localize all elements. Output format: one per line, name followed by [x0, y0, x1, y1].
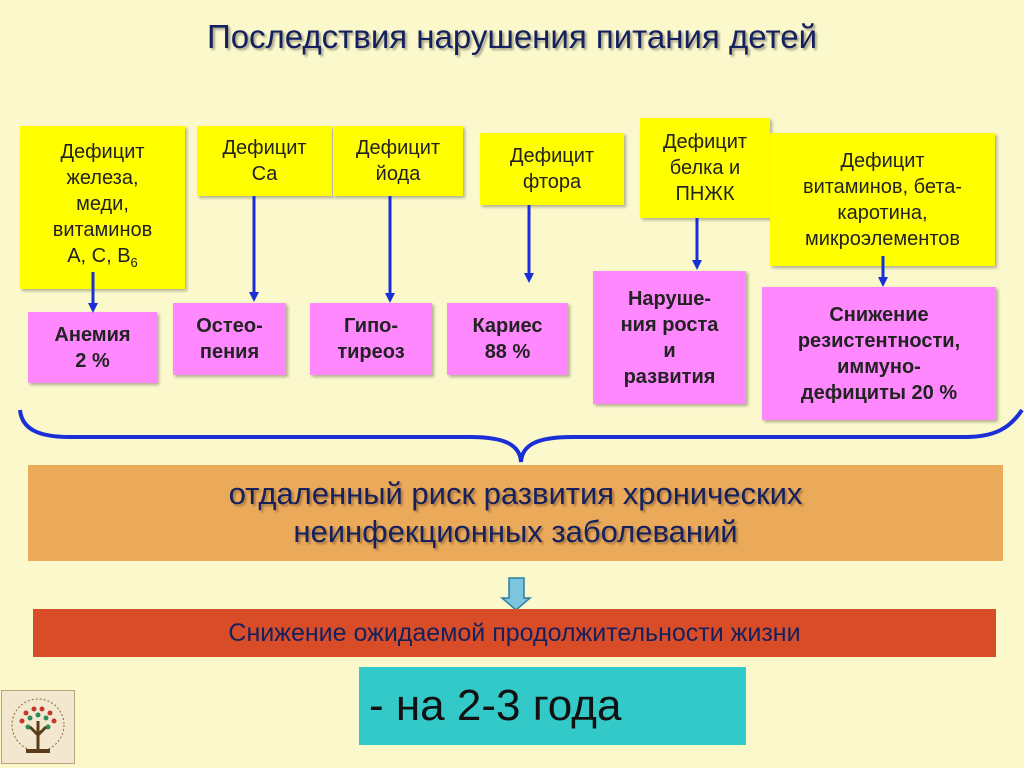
outcome-caries-line-1: Кариес: [472, 315, 543, 337]
deficit-vitamins-box: Дефицит витаминов, бета- каротина, микро…: [770, 133, 995, 266]
deficit-calcium-line-1: Дефицит: [222, 137, 307, 159]
deficit-iron-box: Дефицит железа, меди, витаминов А, С, В6: [20, 126, 185, 289]
deficit-iron-vitamins: А, С, В: [67, 245, 131, 267]
deficit-protein-line-3: ПНЖК: [675, 183, 735, 205]
deficit-iron-line-2: железа,: [66, 167, 139, 189]
life-expectancy-text: Снижение ожидаемой продолжительности жиз…: [228, 618, 801, 647]
logo-tree-icon: [11, 698, 65, 753]
risk-box: отдаленный риск развития хронических неи…: [28, 465, 1003, 561]
deficit-calcium-box: Дефицит Са: [197, 126, 332, 196]
outcome-growth-line-3: и: [663, 339, 676, 362]
deficit-vitamins-line-3: каротина,: [837, 201, 928, 224]
outcome-growth-line-1: Наруше-: [627, 287, 712, 310]
outcome-resistance-line-2: резистентности,: [797, 329, 961, 352]
deficit-protein-line-2: белка и: [669, 157, 741, 179]
deficit-iodine-line-1: Дефицит: [355, 137, 441, 159]
outcome-osteopenia-line-1: Остео-: [196, 315, 263, 337]
years-text: - на 2-3 года: [369, 681, 622, 730]
outcome-resistance-line-1: Снижение: [829, 303, 929, 326]
outcome-caries-box: Кариес 88 %: [447, 303, 568, 375]
deficit-iron-line-3: меди,: [76, 193, 129, 215]
outcome-anemia-line-2: 2 %: [75, 349, 110, 372]
deficit-iron-subscript: 6: [130, 255, 138, 270]
outcome-resistance-box: Снижение резистентности, иммуно- дефицит…: [762, 287, 996, 420]
deficit-protein-line-1: Дефицит: [662, 131, 748, 153]
outcome-osteopenia-line-2: пения: [199, 341, 260, 363]
risk-line-2: неинфекционных заболеваний: [293, 514, 738, 549]
deficit-iron-line-1: Дефицит: [60, 141, 145, 163]
outcome-hypothyroidism-box: Гипо- тиреоз: [310, 303, 432, 375]
institute-logo: [1, 690, 75, 764]
down-arrow-to-life: [499, 577, 533, 611]
outcome-hypothyroidism-line-2: тиреоз: [337, 341, 405, 363]
outcome-anemia-box: Анемия 2 %: [28, 312, 157, 383]
outcome-growth-box: Наруше- ния роста и развития: [593, 271, 746, 404]
deficit-iron-line-5: А, С, В6: [53, 243, 153, 276]
deficit-iodine-line-2: йода: [375, 163, 421, 185]
deficit-iron-line-4: витаминов: [52, 219, 153, 241]
page-title: Последствия нарушения питания детей: [206, 18, 818, 55]
deficit-fluoride-line-1: Дефицит: [509, 145, 595, 167]
deficit-fluoride-box: Дефицит фтора: [480, 133, 624, 205]
deficit-vitamins-line-1: Дефицит: [840, 149, 925, 172]
outcome-growth-line-2: ния роста: [620, 313, 719, 336]
deficit-protein-box: Дефицит белка и ПНЖК: [640, 118, 770, 218]
deficit-vitamins-line-4: микроэлементов: [804, 227, 961, 250]
outcome-osteopenia-box: Остео- пения: [173, 303, 286, 375]
deficit-iodine-box: Дефицит йода: [333, 126, 463, 196]
outcome-hypothyroidism-line-1: Гипо-: [343, 315, 399, 337]
outcome-growth-line-4: развития: [623, 365, 716, 388]
deficit-vitamins-line-2: витаминов, бета-: [802, 175, 963, 198]
years-box: - на 2-3 года: [359, 667, 746, 745]
outcome-resistance-line-4: дефициты 20 %: [800, 381, 958, 404]
outcome-caries-line-2: 88 %: [484, 341, 531, 363]
deficit-calcium-line-2: Са: [251, 163, 278, 185]
life-expectancy-box: Снижение ожидаемой продолжительности жиз…: [33, 609, 996, 657]
deficit-fluoride-line-2: фтора: [522, 171, 582, 193]
outcome-resistance-line-3: иммуно-: [837, 355, 921, 378]
risk-line-1: отдаленный риск развития хронических: [228, 476, 803, 511]
outcome-anemia-line-1: Анемия: [54, 323, 131, 346]
